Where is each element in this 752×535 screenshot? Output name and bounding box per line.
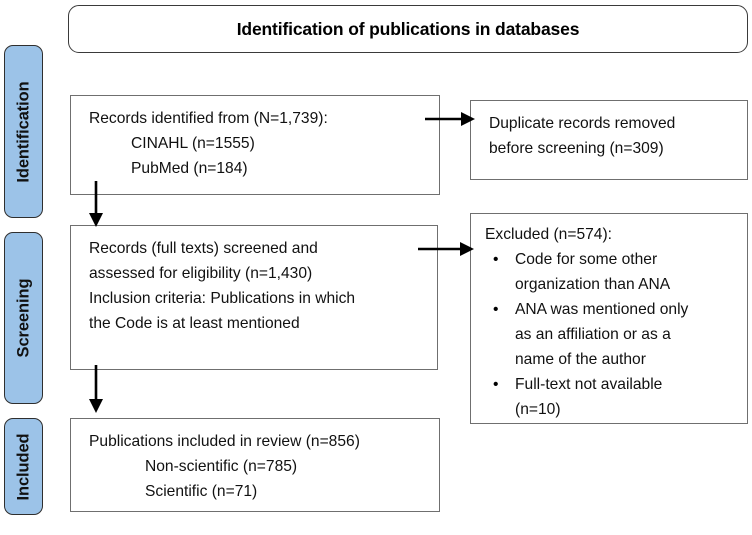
stage-tab-screening: Screening: [4, 232, 43, 404]
box-excluded-records: Excluded (n=574): • Code for some other …: [470, 213, 748, 424]
diagram-title-banner: Identification of publications in databa…: [68, 5, 748, 53]
included-line-1: Publications included in review (n=856): [89, 433, 360, 450]
arrow-identified-to-screened: [86, 181, 106, 229]
diagram-title: Identification of publications in databa…: [236, 18, 580, 39]
box-records-identified: Records identified from (N=1,739): CINAH…: [70, 95, 440, 195]
box-publications-included: Publications included in review (n=856) …: [70, 418, 440, 512]
stage-label-screening: Screening: [14, 278, 32, 358]
excluded-bullet-item: • Code for some other organization than …: [485, 247, 747, 297]
screened-line-2: assessed for eligibility (n=1,430): [89, 265, 313, 282]
screened-line-1: Records (full texts) screened and: [89, 240, 318, 257]
bullet-icon: •: [493, 251, 499, 268]
excluded-bullet-item: • ANA was mentioned only as an affiliati…: [485, 297, 747, 372]
excluded-bullet-3-line-1: Full-text not available: [515, 376, 663, 393]
duplicates-line-1: Duplicate records removed: [489, 115, 676, 132]
screened-line-3: Inclusion criteria: Publications in whic…: [89, 290, 356, 307]
box-records-screened: Records (full texts) screened and assess…: [70, 225, 438, 370]
box-duplicate-records-removed: Duplicate records removed before screeni…: [470, 100, 748, 180]
records-identified-line-1: Records identified from (N=1,739):: [89, 110, 328, 127]
excluded-bullet-2-line-2: as an affiliation or as a: [515, 326, 671, 343]
included-line-2: Non-scientific (n=785): [145, 458, 298, 475]
stage-label-included: Included: [14, 432, 32, 501]
excluded-bullet-lines: ANA was mentioned only as an affiliation…: [515, 297, 688, 372]
duplicates-line-2: before screening (n=309): [489, 140, 664, 157]
bullet-icon: •: [493, 376, 499, 393]
excluded-bullet-1-line-1: Code for some other: [515, 251, 658, 268]
arrow-screened-to-included: [86, 365, 106, 415]
bullet-icon: •: [493, 301, 499, 318]
excluded-bullet-1-line-2: organization than ANA: [515, 276, 671, 293]
excluded-bullet-item: • Full-text not available (n=10): [485, 372, 747, 422]
excluded-bullet-lines: Code for some other organization than AN…: [515, 247, 670, 297]
records-identified-line-3: PubMed (n=184): [131, 160, 248, 177]
included-line-3: Scientific (n=71): [145, 483, 258, 500]
records-identified-line-2: CINAHL (n=1555): [131, 135, 255, 152]
excluded-bullet-2-line-3: name of the author: [515, 351, 646, 368]
arrow-identified-to-duplicates: [425, 110, 477, 128]
excluded-bullet-lines: Full-text not available (n=10): [515, 372, 662, 422]
stage-label-identification: Identification: [14, 80, 32, 183]
excluded-heading: Excluded (n=574):: [485, 226, 612, 243]
excluded-bullet-3-line-2: (n=10): [515, 401, 561, 418]
stage-tab-included: Included: [4, 418, 43, 515]
excluded-bullet-2-line-1: ANA was mentioned only: [515, 301, 689, 318]
screened-line-4: the Code is at least mentioned: [89, 315, 300, 332]
stage-tab-identification: Identification: [4, 45, 43, 218]
arrow-screened-to-excluded: [418, 240, 476, 258]
